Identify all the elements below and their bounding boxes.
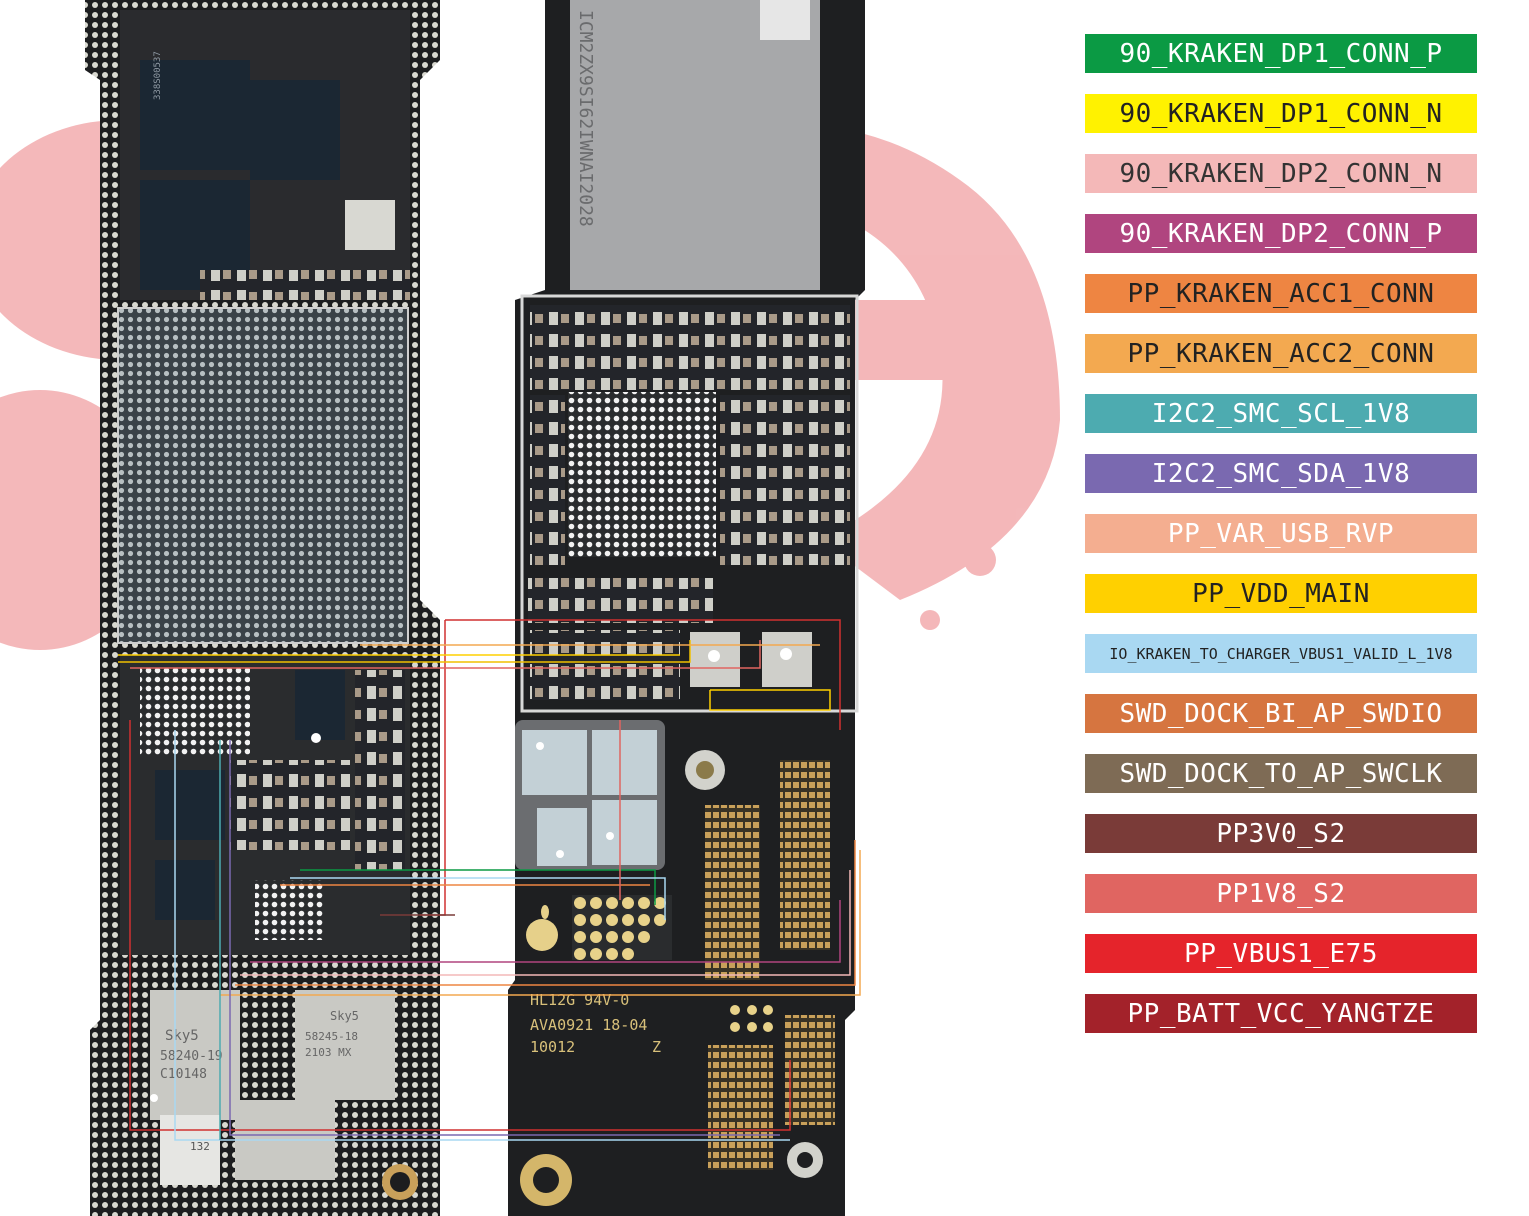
board-connector-3 bbox=[708, 1045, 773, 1170]
board-connector-2 bbox=[780, 760, 830, 950]
legend-item-90-kraken-dp1-conn-n: 90_KRAKEN_DP1_CONN_N bbox=[1085, 94, 1477, 133]
nand-chip bbox=[570, 0, 820, 290]
left-chip-1 bbox=[140, 60, 250, 170]
legend-item-pp-vdd-main: PP_VDD_MAIN bbox=[1085, 574, 1477, 613]
right-bga-chip bbox=[568, 392, 716, 557]
left-chip-label: 338S00537 bbox=[153, 51, 163, 100]
legend-item-90-kraken-dp2-conn-n: 90_KRAKEN_DP2_CONN_N bbox=[1085, 154, 1477, 193]
board-connector-4 bbox=[785, 1015, 835, 1125]
board-connector-1 bbox=[705, 805, 760, 980]
pcb-marking-line1: HL12G 94V-0 bbox=[530, 991, 629, 1009]
legend-item-io-kraken-to-charger-vbus1-valid-l-1v8: IO_KRAKEN_TO_CHARGER_VBUS1_VALID_L_1V8 bbox=[1085, 634, 1477, 673]
skyworks-2-line3: 2103 MX bbox=[305, 1046, 352, 1059]
legend-item-i2c2-smc-scl-1v8: I2C2_SMC_SCL_1V8 bbox=[1085, 394, 1477, 433]
right-board: ICM2ZX9SI62IWNAI2028 bbox=[508, 0, 865, 1216]
legend-item-swd-dock-to-ap-swclk: SWD_DOCK_TO_AP_SWCLK bbox=[1085, 754, 1477, 793]
legend-item-pp-var-usb-rvp: PP_VAR_USB_RVP bbox=[1085, 514, 1477, 553]
legend-item-pp3v0-s2: PP3V0_S2 bbox=[1085, 814, 1477, 853]
nand-marking: ICM2ZX9SI62IWNAI2028 bbox=[575, 10, 596, 227]
legend-item-90-kraken-dp1-conn-p: 90_KRAKEN_DP1_CONN_P bbox=[1085, 34, 1477, 73]
left-chip-2 bbox=[250, 80, 340, 180]
legend-item-pp-kraken-acc1-conn: PP_KRAKEN_ACC1_CONN bbox=[1085, 274, 1477, 313]
shield-can-1 bbox=[522, 730, 587, 795]
logic-board-diagram: 338S00537 Sky5 58240-19 C10148 Sky5 5824… bbox=[0, 0, 1060, 1216]
skyworks-2-line1: Sky5 bbox=[330, 1009, 359, 1023]
skyworks-1-line2: 58240-19 bbox=[160, 1049, 223, 1064]
skyworks-chip-1 bbox=[150, 990, 240, 1120]
left-pmu-bga bbox=[140, 665, 250, 755]
skyworks-chip-2 bbox=[295, 990, 395, 1100]
legend-item-pp-kraken-acc2-conn: PP_KRAKEN_ACC2_CONN bbox=[1085, 334, 1477, 373]
legend-item-pp1v8-s2: PP1V8_S2 bbox=[1085, 874, 1477, 913]
left-metal-pad bbox=[345, 200, 395, 250]
pcb-marking-line2: AVA0921 18-04 bbox=[530, 1016, 647, 1034]
trace-overlay bbox=[118, 619, 861, 1141]
legend-item-pp-vbus1-e75: PP_VBUS1_E75 bbox=[1085, 934, 1477, 973]
left-board: 338S00537 Sky5 58240-19 C10148 Sky5 5824… bbox=[85, 0, 440, 1216]
soc-bga-area bbox=[118, 308, 408, 643]
legend-item-90-kraken-dp2-conn-p: 90_KRAKEN_DP2_CONN_P bbox=[1085, 214, 1477, 253]
left-chip-4 bbox=[155, 770, 225, 840]
legend-item-pp-batt-vcc-yangtze: PP_BATT_VCC_YANGTZE bbox=[1085, 994, 1477, 1033]
legend-item-i2c2-smc-sda-1v8: I2C2_SMC_SDA_1V8 bbox=[1085, 454, 1477, 493]
skyworks-1-line3: C10148 bbox=[160, 1067, 207, 1082]
left-chip-5 bbox=[155, 860, 215, 920]
skyworks-2-line2: 58245-18 bbox=[305, 1030, 358, 1043]
pcb-marking-line4: Z bbox=[652, 1038, 661, 1056]
pcb-marking-line3: 10012 bbox=[530, 1038, 575, 1056]
skyworks-1-line1: Sky5 bbox=[165, 1028, 199, 1044]
small-marking: 132 bbox=[190, 1140, 210, 1153]
apple-logo bbox=[526, 905, 558, 951]
legend-item-swd-dock-bi-ap-swdio: SWD_DOCK_BI_AP_SWDIO bbox=[1085, 694, 1477, 733]
